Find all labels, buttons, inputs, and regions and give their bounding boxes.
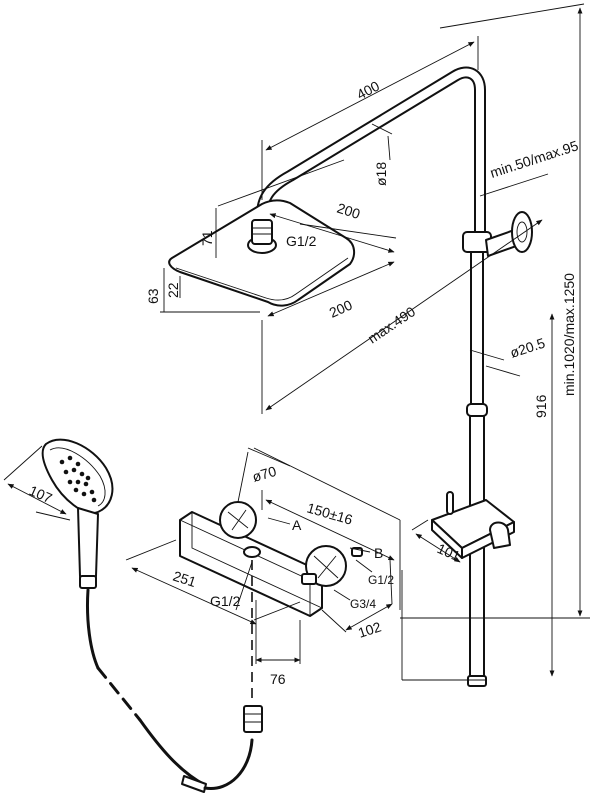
rail-joint bbox=[466, 403, 488, 417]
label-outlet-offset: 76 bbox=[270, 671, 286, 687]
label-mixer-length: 251 bbox=[171, 568, 198, 591]
label-head-thickness: 22 bbox=[165, 282, 181, 298]
overhead-shower bbox=[168, 66, 486, 307]
label-knob-diameter: ø70 bbox=[250, 463, 278, 485]
rail-bottom-cap bbox=[467, 675, 487, 687]
label-inlet-thread: G3/4 bbox=[350, 597, 376, 611]
label-rail-diameter: ø20.5 bbox=[508, 335, 547, 361]
shower-rail bbox=[431, 211, 533, 687]
handshower-handle bbox=[77, 507, 99, 585]
label-handshower-width: 107 bbox=[27, 482, 55, 506]
label-mark-b: B bbox=[374, 545, 383, 561]
label-arm-diameter: ø18 bbox=[373, 162, 389, 186]
shower-hose bbox=[86, 588, 100, 670]
label-head-height: 71 bbox=[199, 230, 215, 246]
label-projection: max.490 bbox=[365, 303, 419, 346]
spray-nozzles bbox=[59, 455, 97, 503]
label-head-width: 200 bbox=[335, 200, 362, 223]
label-outlet-thread-bottom: G1/2 bbox=[210, 593, 241, 609]
mixer-outlet bbox=[243, 546, 261, 558]
label-head-thread: G1/2 bbox=[286, 233, 317, 249]
label-head-depth: 200 bbox=[327, 297, 355, 321]
label-head-thickness-total: 63 bbox=[145, 288, 161, 304]
label-mark-a: A bbox=[292, 517, 302, 533]
dimension-lines bbox=[3, 3, 590, 681]
label-total-height: min.1020/max.1250 bbox=[561, 273, 577, 396]
handshower-head bbox=[41, 438, 114, 515]
label-rail-height: 916 bbox=[533, 394, 549, 418]
label-arm-length: 400 bbox=[354, 77, 382, 102]
label-mixer-depth: 102 bbox=[356, 618, 383, 641]
wall-bracket bbox=[485, 211, 533, 257]
label-inlet-spacing: 150±16 bbox=[305, 500, 354, 528]
rail-upper-tube bbox=[470, 239, 484, 411]
label-wall-distance: min.50/max.95 bbox=[488, 137, 580, 181]
label-outlet-thread-right: G1/2 bbox=[368, 573, 394, 587]
hand-shower bbox=[41, 438, 263, 793]
